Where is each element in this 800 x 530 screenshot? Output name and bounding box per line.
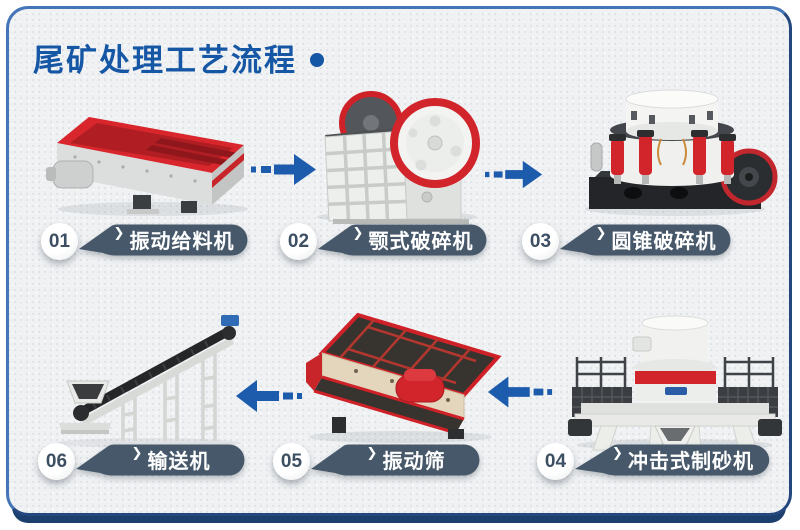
step-number-badge: 04 bbox=[537, 443, 574, 480]
infographic-frame: 尾矿处理工艺流程 bbox=[6, 6, 792, 516]
feeder-feet bbox=[127, 195, 197, 214]
conveyor-belt bbox=[77, 327, 234, 426]
conveyor-legs bbox=[121, 347, 217, 441]
feeder-motor bbox=[46, 160, 94, 189]
step-02: 02 ❯ 颚式破碎机 bbox=[280, 223, 488, 260]
step-04: 04 ❯ 冲击式制砂机 bbox=[537, 443, 771, 480]
step-label: 圆锥破碎机 bbox=[611, 230, 717, 253]
step-label: 振动给料机 bbox=[129, 230, 235, 253]
step-03: 03 ❯ 圆锥破碎机 bbox=[522, 223, 732, 260]
vibrating-feeder-illustration bbox=[41, 101, 256, 219]
bubble-shape bbox=[79, 224, 248, 256]
screen-feet bbox=[332, 417, 464, 439]
step-number-badge: 05 bbox=[273, 443, 310, 480]
chevron-icon: ❯ bbox=[113, 225, 125, 240]
head-pulley-motor bbox=[221, 315, 239, 340]
step-label-bubble: ❯ 振动给料机 bbox=[79, 222, 249, 259]
step-number-badge: 01 bbox=[41, 223, 78, 260]
cone-flywheel bbox=[720, 148, 778, 206]
chevron-icon: ❯ bbox=[131, 445, 143, 460]
vibrator-motor bbox=[395, 369, 445, 403]
chevron-icon: ❯ bbox=[595, 225, 607, 240]
step-label: 振动筛 bbox=[382, 450, 446, 473]
cone-crusher-illustration bbox=[575, 81, 782, 219]
step-number-badge: 03 bbox=[522, 223, 559, 260]
bubble-shape bbox=[318, 224, 487, 256]
lower-deck bbox=[306, 353, 465, 435]
jaw-crusher-illustration bbox=[309, 85, 481, 225]
title-row: 尾矿处理工艺流程 bbox=[33, 35, 324, 80]
chevron-icon: ❯ bbox=[612, 445, 623, 460]
crusher-crown bbox=[632, 315, 716, 401]
step-06: 06 ❯ 输送机 bbox=[38, 443, 246, 480]
step-label: 冲击式制砂机 bbox=[627, 450, 754, 473]
front-flywheel bbox=[390, 98, 480, 188]
step-05: 05 ❯ 振动筛 bbox=[273, 443, 481, 480]
bubble-shape bbox=[560, 224, 731, 256]
step-label: 输送机 bbox=[147, 450, 211, 473]
step-label-bubble: ❯ 振动筛 bbox=[311, 442, 481, 479]
side-motors bbox=[568, 419, 782, 436]
bubble-shape bbox=[76, 444, 245, 476]
flow-arrow-left-2-icon bbox=[235, 379, 305, 413]
railings bbox=[575, 357, 775, 387]
step-label-bubble: ❯ 冲击式制砂机 bbox=[575, 442, 771, 479]
chevron-icon: ❯ bbox=[352, 225, 364, 240]
step-number-badge: 06 bbox=[38, 443, 75, 480]
flow-arrow-right-2-icon bbox=[485, 158, 543, 191]
hydraulic-cylinders bbox=[590, 130, 736, 184]
flow-arrow-right-1-icon bbox=[251, 153, 317, 186]
belt-conveyor-illustration bbox=[45, 303, 255, 451]
feeder-body bbox=[57, 117, 244, 205]
step-label-bubble: ❯ 颚式破碎机 bbox=[318, 222, 488, 259]
step-label-bubble: ❯ 输送机 bbox=[76, 442, 246, 479]
cone-drum bbox=[610, 89, 734, 186]
title-dot-icon bbox=[310, 53, 324, 67]
bubble-shape bbox=[311, 444, 480, 476]
feed-hopper bbox=[66, 380, 110, 404]
page-title: 尾矿处理工艺流程 bbox=[33, 43, 297, 78]
step-number-badge: 02 bbox=[280, 223, 317, 260]
tail-section bbox=[59, 405, 111, 434]
step-01: 01 ❯ 振动给料机 bbox=[41, 223, 249, 260]
step-label-bubble: ❯ 圆锥破碎机 bbox=[560, 222, 732, 259]
vibrating-screen-illustration bbox=[296, 311, 509, 445]
flow-arrow-left-1-icon bbox=[487, 375, 555, 409]
bubble-shape bbox=[575, 444, 770, 476]
chevron-icon: ❯ bbox=[366, 445, 378, 460]
step-label: 颚式破碎机 bbox=[368, 230, 474, 253]
impact-sand-maker-illustration bbox=[567, 309, 784, 453]
